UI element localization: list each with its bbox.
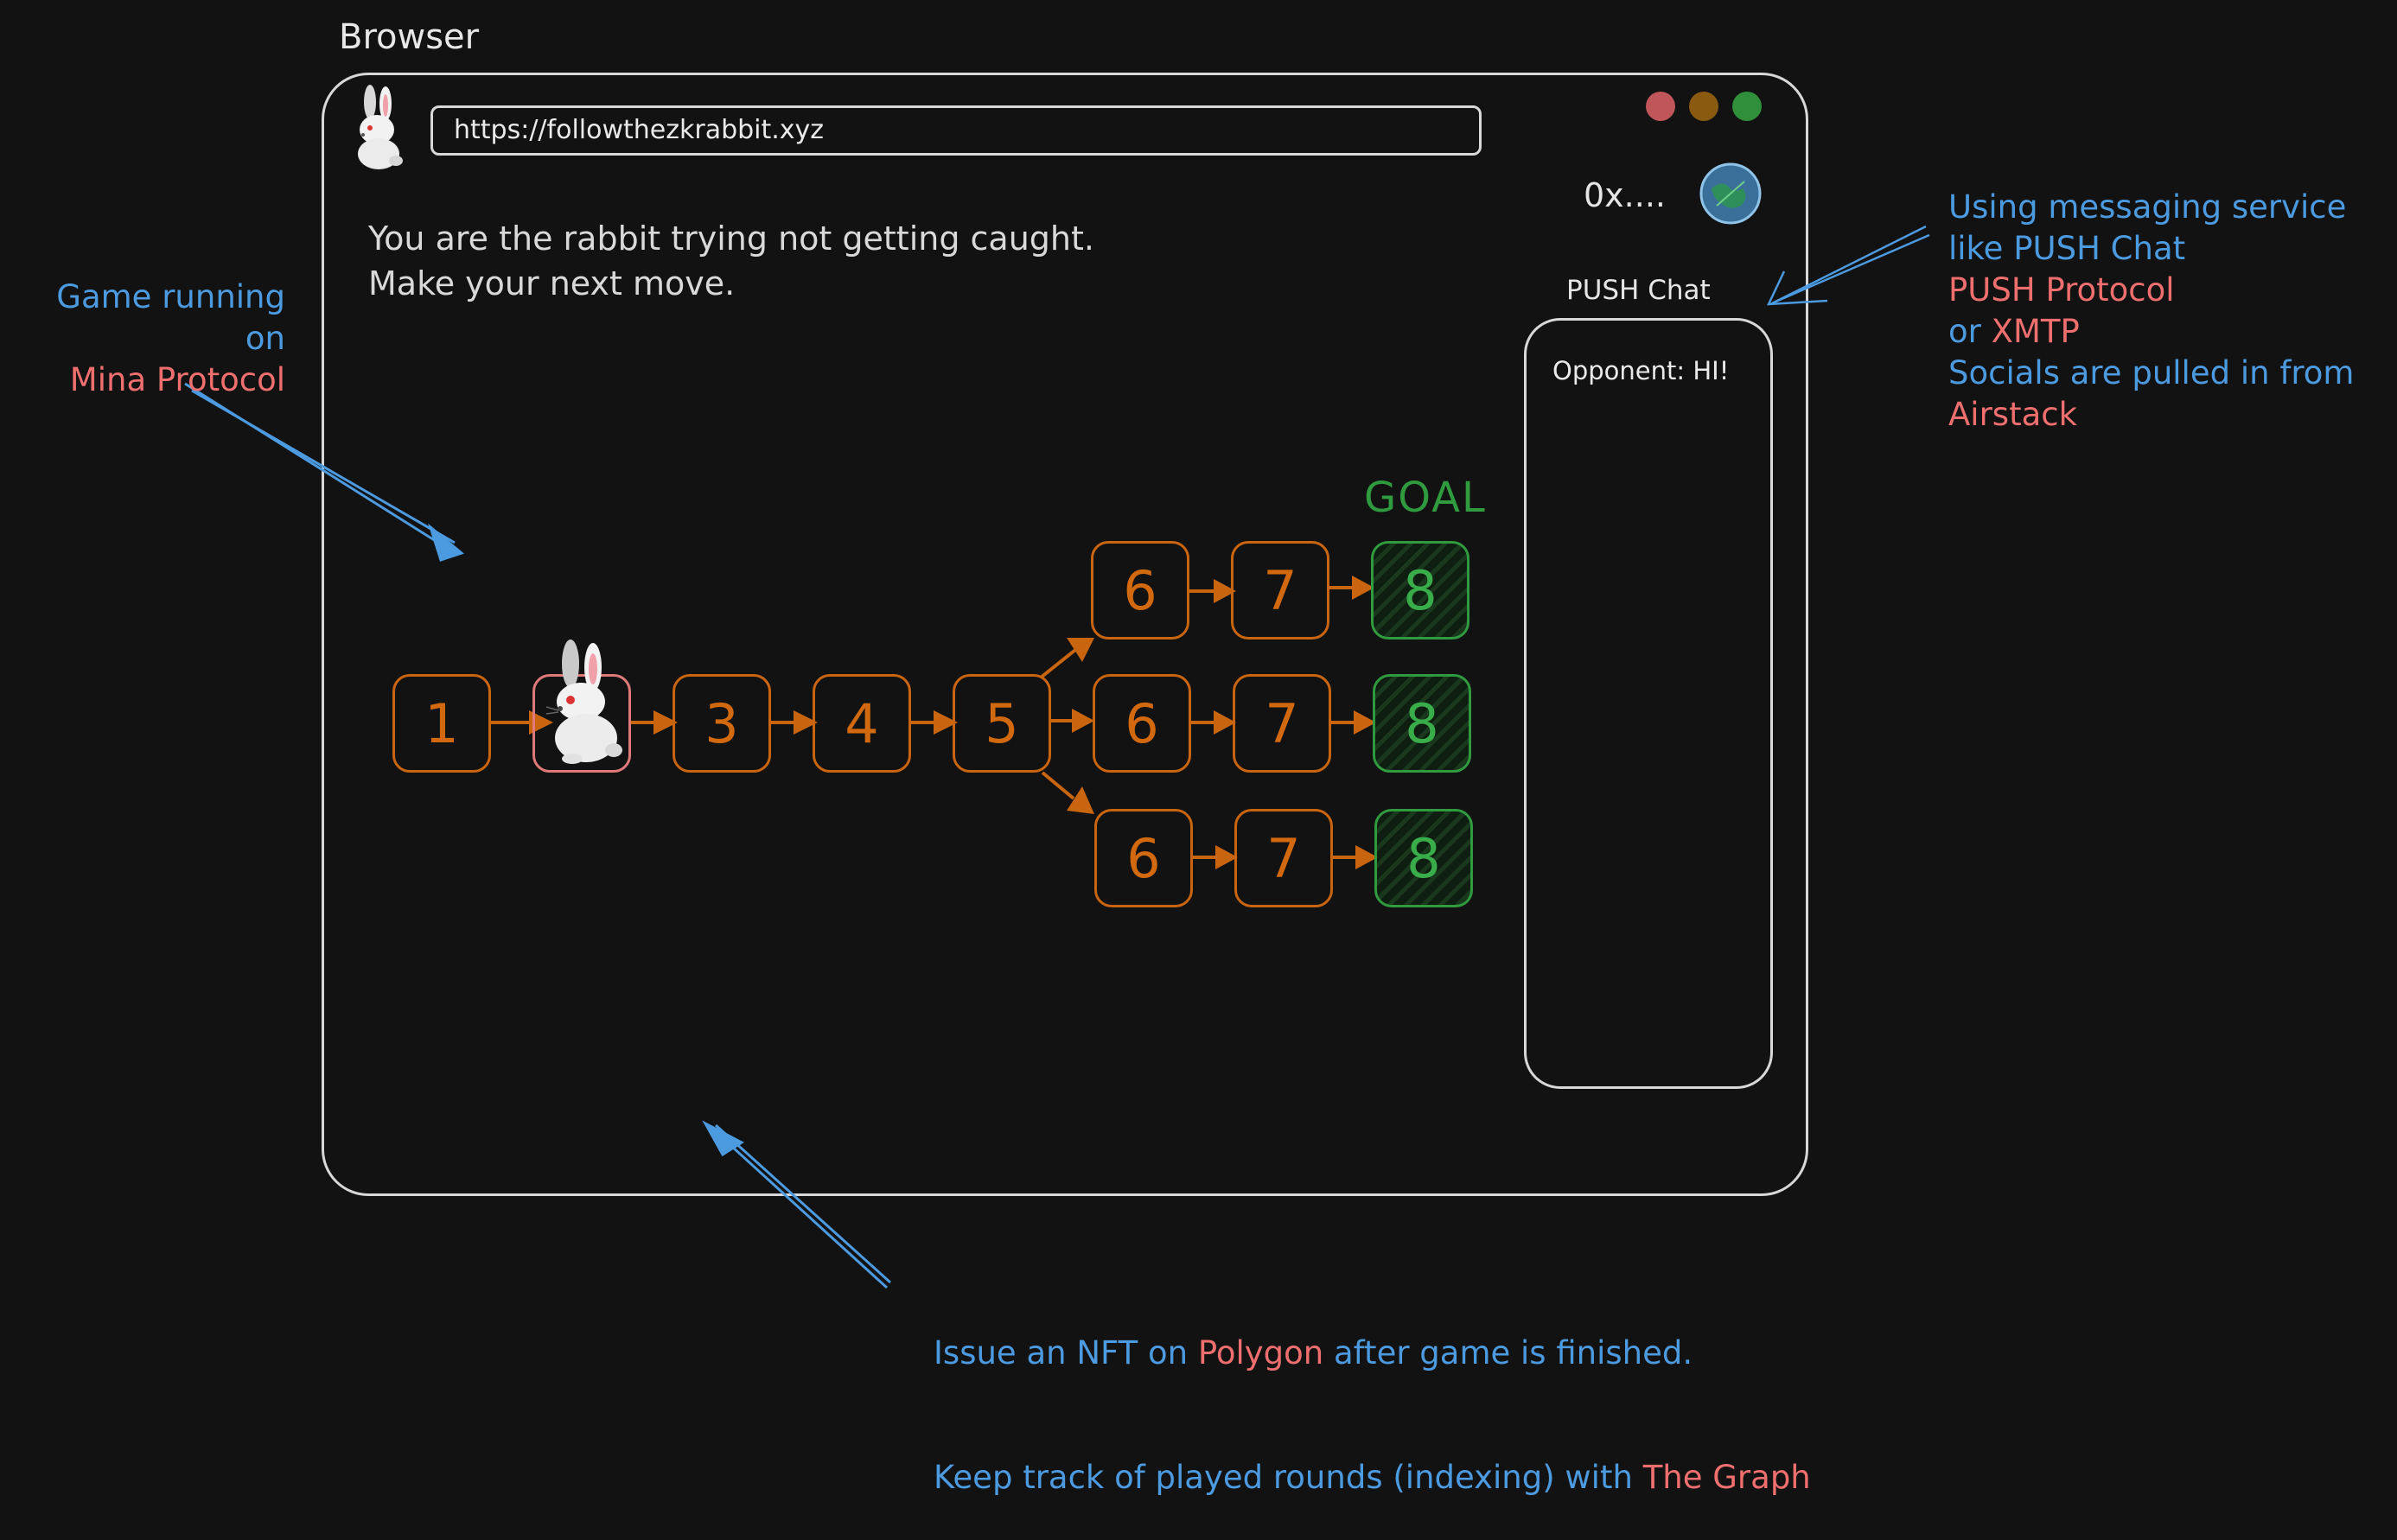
edge-5-6-top <box>1039 648 1077 679</box>
node-7-bot[interactable]: 7 <box>1234 809 1333 907</box>
annotation-bottom-line2-prefix: Keep track of played rounds (indexing) w… <box>934 1459 1643 1496</box>
rabbit-logo-icon <box>358 85 403 169</box>
edge-5-6-bot <box>1041 771 1075 800</box>
node-8-bot-goal[interactable]: 8 <box>1374 809 1473 907</box>
annotation-right-line1: Using messaging service <box>1948 188 2347 226</box>
node-2-player[interactable] <box>532 674 631 773</box>
annotation-right-line2: like PUSH Chat <box>1948 230 2186 267</box>
close-dot[interactable] <box>1646 92 1675 121</box>
maximize-dot[interactable] <box>1732 92 1762 121</box>
edge-7-8-mid-head <box>1354 710 1376 735</box>
edge-6-7-top-head <box>1214 579 1236 603</box>
globe-icon[interactable] <box>1699 162 1762 225</box>
edge-5-6-top-head <box>1067 638 1094 662</box>
edge-1-2-head <box>529 710 553 735</box>
annotation-bottom-line1: Issue an NFT on Polygon after game is fi… <box>934 1333 1811 1374</box>
goal-label: GOAL <box>1364 474 1487 522</box>
bottom-annotation-arrow <box>702 1120 892 1289</box>
minimize-dot[interactable] <box>1689 92 1718 121</box>
node-6-mid[interactable]: 6 <box>1093 674 1191 773</box>
edge-5-6-bot-head <box>1067 786 1094 814</box>
annotation-bottom-line2: Keep track of played rounds (indexing) w… <box>934 1457 1811 1499</box>
annotation-right: Using messaging service like PUSH Chat P… <box>1948 187 2354 436</box>
annotation-left-line2: Mina Protocol <box>69 361 285 398</box>
edge-6-7-bot-head <box>1215 845 1238 869</box>
arrows-layer <box>184 225 1930 1289</box>
annotation-right-line3: PUSH Protocol <box>1948 271 2175 309</box>
node-7-mid[interactable]: 7 <box>1233 674 1331 773</box>
node-6-top[interactable]: 6 <box>1091 541 1189 640</box>
rabbit-player-icon <box>545 640 622 764</box>
node-4[interactable]: 4 <box>813 674 911 773</box>
edge-5-6-mid-head <box>1072 709 1094 733</box>
edge-7-8-bot-head <box>1355 845 1378 869</box>
annotation-bottom-line2-highlight: The Graph <box>1642 1459 1811 1496</box>
edge-2-3-head <box>653 710 678 735</box>
chat-title: PUSH Chat <box>1566 275 1711 306</box>
annotation-right-line4: or XMTP <box>1948 311 2354 353</box>
browser-window <box>322 73 1808 1196</box>
edge-4-5-head <box>934 710 958 735</box>
node-6-bot[interactable]: 6 <box>1094 809 1193 907</box>
annotation-right-line5: Socials are pulled in from <box>1948 354 2355 391</box>
annotation-right-line4-prefix: or <box>1948 313 1992 350</box>
node-3[interactable]: 3 <box>673 674 771 773</box>
prompt-line-2: Make your next move. <box>368 264 736 302</box>
prompt-line-1: You are the rabbit trying not getting ca… <box>368 220 1094 258</box>
node-8-mid-goal[interactable]: 8 <box>1373 674 1471 773</box>
annotation-right-line6: Airstack <box>1948 396 2078 433</box>
game-prompt: You are the rabbit trying not getting ca… <box>368 216 1094 306</box>
node-8-top-goal[interactable]: 8 <box>1371 541 1469 640</box>
chat-message: Opponent: HI! <box>1552 356 1730 385</box>
wallet-address[interactable]: 0x.... <box>1584 176 1666 214</box>
annotation-left: Game running on Mina Protocol <box>16 277 285 401</box>
annotation-bottom: Issue an NFT on Polygon after game is fi… <box>934 1250 1811 1540</box>
right-annotation-arrow <box>1766 225 1930 306</box>
edge-3-4-head <box>794 710 818 735</box>
chat-panel[interactable] <box>1524 318 1773 1089</box>
edge-6-7-mid-head <box>1214 710 1236 735</box>
node-7-top[interactable]: 7 <box>1231 541 1329 640</box>
node-5[interactable]: 5 <box>953 674 1051 773</box>
annotation-right-line4-highlight: XMTP <box>1991 313 2080 350</box>
annotation-left-line1: Game running on <box>56 278 285 357</box>
browser-label: Browser <box>339 17 480 57</box>
node-1[interactable]: 1 <box>392 674 491 773</box>
url-bar[interactable]: https://followthezkrabbit.xyz <box>430 105 1482 156</box>
left-annotation-arrow <box>184 382 465 562</box>
edge-7-8-top-head <box>1352 576 1374 600</box>
